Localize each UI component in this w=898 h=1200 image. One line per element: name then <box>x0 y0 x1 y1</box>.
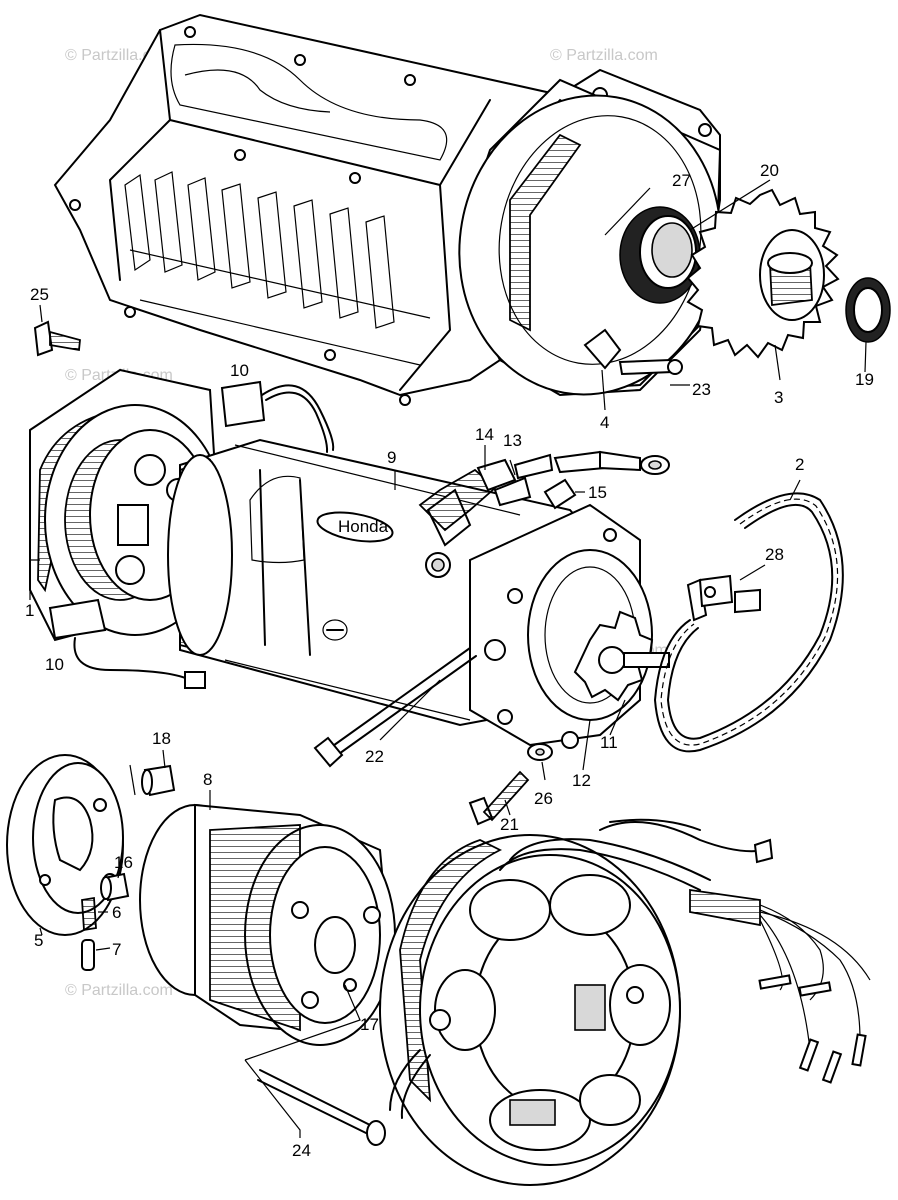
part-number-labels: 25 20 27 10 23 3 19 4 14 13 9 2 15 28 1 … <box>25 161 874 1160</box>
part-label-18: 18 <box>152 729 171 748</box>
part-label-21: 21 <box>500 815 519 834</box>
rotor-hub-5-illustration <box>6 754 124 936</box>
master-link-28-illustration <box>698 574 761 614</box>
part-label-28: 28 <box>765 545 784 564</box>
starter-cable-illustration <box>418 450 670 532</box>
part-label-17: 17 <box>360 1015 379 1034</box>
stator-coils <box>434 874 671 1151</box>
part-label-14: 14 <box>475 425 494 444</box>
screw-24-illustration <box>257 1069 386 1146</box>
washer-26-illustration <box>527 743 553 761</box>
part-label-8: 8 <box>203 770 212 789</box>
part-label-22: 22 <box>365 747 384 766</box>
starter-badge-text: Honda <box>338 517 389 536</box>
part-label-2: 2 <box>795 455 804 474</box>
part-label-16: 16 <box>114 853 133 872</box>
bolt-25-illustration <box>33 320 81 357</box>
crankcase-fins <box>124 171 431 366</box>
part-label-6: 6 <box>112 903 121 922</box>
oil-seal-19-illustration <box>845 277 891 343</box>
leader-lines <box>29 179 867 1138</box>
brush-10-illustrations <box>48 380 335 689</box>
stator-illustration <box>379 834 681 1186</box>
part-label-10-lower: 10 <box>45 655 64 674</box>
crankcase-illustration <box>53 13 722 406</box>
drive-sprocket-illustration <box>686 188 840 359</box>
starter-motor-illustration: Honda <box>29 368 670 749</box>
part-label-10: 10 <box>230 361 249 380</box>
pin-7-illustration <box>81 939 95 971</box>
part-label-12: 12 <box>572 771 591 790</box>
spring-6-illustration <box>81 896 97 932</box>
part-label-5: 5 <box>34 931 43 950</box>
part-label-20: 20 <box>760 161 779 180</box>
part-label-26: 26 <box>534 789 553 808</box>
part-label-19: 19 <box>855 370 874 389</box>
bolt-21-illustration <box>468 770 530 826</box>
part-label-27: 27 <box>672 171 691 190</box>
part-label-7: 7 <box>112 940 121 959</box>
watermark-text: © Partzilla.com <box>65 982 173 999</box>
part-label-24: 24 <box>292 1141 311 1160</box>
rotor-8-illustration <box>139 803 396 1046</box>
roller-16-illustration <box>100 872 130 902</box>
part-label-11: 11 <box>600 733 618 752</box>
watermark-text: © Partzilla.com <box>550 47 658 64</box>
part-label-3: 3 <box>774 388 783 407</box>
roller-18-illustration <box>141 764 176 797</box>
part-label-4: 4 <box>600 413 609 432</box>
stator-wiring-illustration <box>389 818 871 1119</box>
drive-chain-illustration <box>654 492 844 753</box>
part-label-13: 13 <box>503 431 522 450</box>
oil-seal-27 <box>619 206 701 304</box>
through-bolt-22-illustration <box>313 647 477 768</box>
part-label-1: 1 <box>25 601 34 620</box>
part-label-15: 15 <box>588 483 607 502</box>
crankcase-bolt-holes <box>69 26 712 406</box>
part-label-23: 23 <box>692 380 711 399</box>
part-label-9: 9 <box>387 448 396 467</box>
part-label-25: 25 <box>30 285 49 304</box>
